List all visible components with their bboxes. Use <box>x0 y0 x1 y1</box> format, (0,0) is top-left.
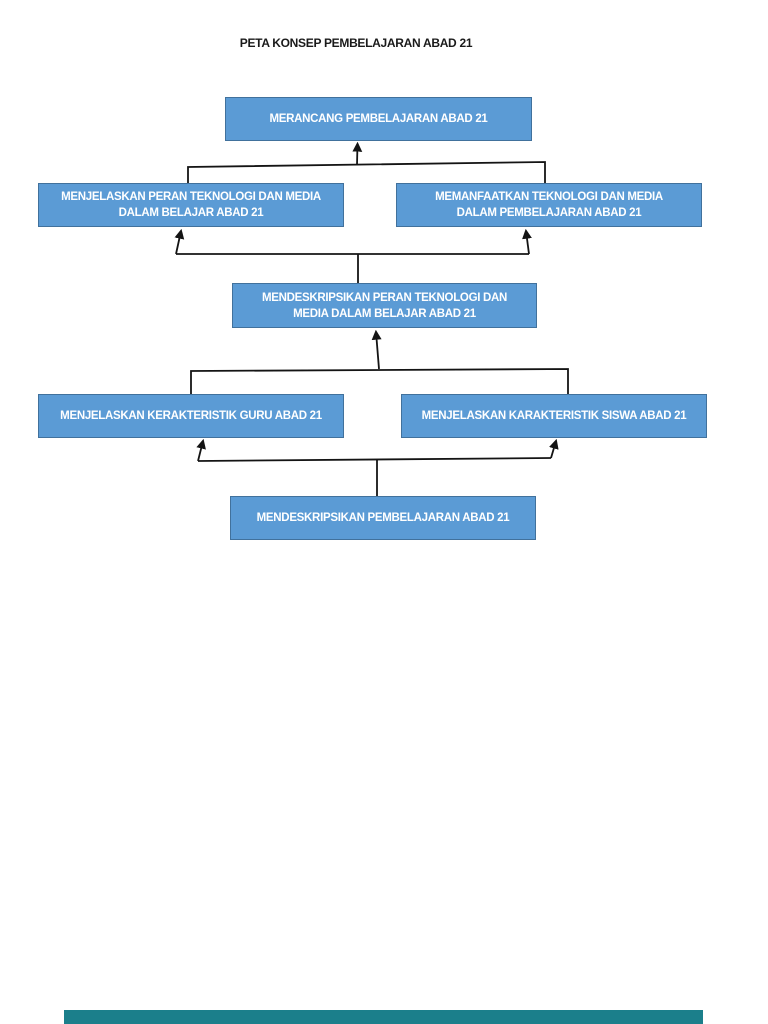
node-label-line: DALAM PEMBELAJARAN ABAD 21 <box>456 207 642 219</box>
connector-row2-to-top <box>187 141 546 184</box>
connector-row4-to-middle <box>190 329 569 395</box>
node-mendeskripsikan-peran-teknologi-media: MENDESKRIPSIKAN PERAN TEKNOLOGI DAN MEDI… <box>232 283 537 328</box>
node-memanfaatkan-teknologi-media: MEMANFAATKAN TEKNOLOGI DAN MEDIA DALAM P… <box>396 183 702 227</box>
node-label-line: MEMANFAATKAN TEKNOLOGI DAN MEDIA <box>435 191 663 203</box>
node-label-line: MENJELASKAN PERAN TEKNOLOGI DAN MEDIA <box>61 191 321 203</box>
connector-bottom-to-row4 <box>196 438 559 497</box>
node-menjelaskan-karakteristik-siswa: MENJELASKAN KARAKTERISTIK SISWA ABAD 21 <box>401 394 707 438</box>
node-label-line: MENDESKRIPSIKAN PEMBELAJARAN ABAD 21 <box>256 512 510 524</box>
node-menjelaskan-peran-teknologi-media: MENJELASKAN PERAN TEKNOLOGI DAN MEDIA DA… <box>38 183 344 227</box>
node-label-line: MENJELASKAN KERAKTERISTIK GURU ABAD 21 <box>60 410 322 422</box>
node-label-line: MEDIA DALAM BELAJAR ABAD 21 <box>293 307 476 320</box>
node-label-line: MERANCANG PEMBELAJARAN ABAD 21 <box>269 113 488 125</box>
node-menjelaskan-kerakteristik-guru: MENJELASKAN KERAKTERISTIK GURU ABAD 21 <box>38 394 344 438</box>
node-label-line: MENDESKRIPSIKAN PERAN TEKNOLOGI DAN <box>261 291 508 304</box>
node-label-line: MENJELASKAN KARAKTERISTIK SISWA ABAD 21 <box>421 410 687 422</box>
next-page-top-bar <box>64 1010 703 1024</box>
node-label-line: DALAM BELAJAR ABAD 21 <box>118 207 264 219</box>
connector-middle-to-row2 <box>174 228 532 284</box>
node-mendeskripsikan-pembelajaran: MENDESKRIPSIKAN PEMBELAJARAN ABAD 21 <box>230 496 536 540</box>
node-merancang-pembelajaran: MERANCANG PEMBELAJARAN ABAD 21 <box>225 97 532 141</box>
page-title: PETA KONSEP PEMBELAJARAN ABAD 21 <box>239 36 473 50</box>
